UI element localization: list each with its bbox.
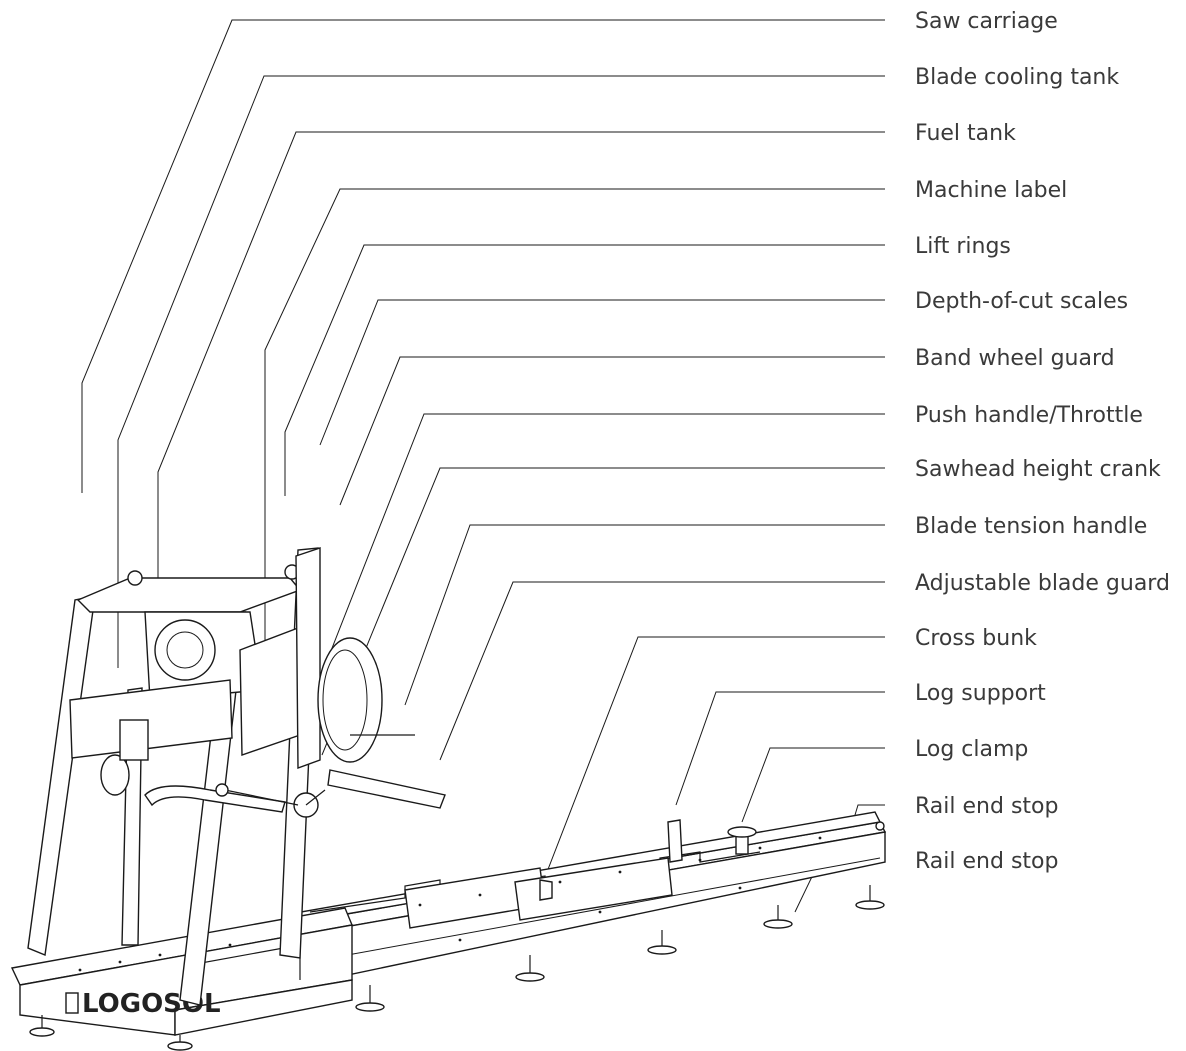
leader-fuel-tank xyxy=(157,131,885,580)
band-wheel-guard xyxy=(317,637,383,763)
label-adjustable-blade-guard: Adjustable blade guard xyxy=(915,571,1170,596)
label-log-clamp: Log clamp xyxy=(915,737,1028,762)
rail-end-stop xyxy=(875,821,885,831)
leader-push-handle xyxy=(291,413,885,751)
label-machine-label: Machine label xyxy=(915,178,1067,203)
leader-adjustable-blade-guard xyxy=(439,581,885,761)
label-lift-rings: Lift rings xyxy=(915,234,1011,259)
label-sawhead-height-crank: Sawhead height crank xyxy=(915,457,1161,482)
label-depth-of-cut-scales: Depth-of-cut scales xyxy=(915,289,1128,314)
label-blade-cooling-tank: Blade cooling tank xyxy=(915,65,1119,90)
label-log-support: Log support xyxy=(915,681,1046,706)
leader-lift-rings xyxy=(284,244,885,496)
leader-depth-of-cut-scales xyxy=(319,299,885,446)
label-saw-carriage: Saw carriage xyxy=(915,9,1058,34)
label-rail-end-stop-1: Rail end stop xyxy=(915,794,1058,819)
label-push-handle: Push handle/Throttle xyxy=(915,403,1143,428)
rail-feet xyxy=(355,885,885,1012)
label-fuel-tank: Fuel tank xyxy=(915,121,1016,146)
label-blade-tension-handle: Blade tension handle xyxy=(915,514,1147,539)
logo-mark xyxy=(65,992,79,1014)
leader-blade-cooling-tank xyxy=(117,75,885,668)
leader-sawhead-height-crank xyxy=(321,467,885,756)
leader-blade-tension-handle xyxy=(404,524,885,706)
label-rail-end-stop-2: Rail end stop xyxy=(915,849,1058,874)
push-handle xyxy=(144,785,286,813)
label-band-wheel-guard: Band wheel guard xyxy=(915,346,1115,371)
leader-log-clamp xyxy=(741,747,885,823)
callout-labels: Saw carriage Blade cooling tank Fuel tan… xyxy=(915,9,1170,874)
lift-ring xyxy=(127,570,143,586)
leader-log-support xyxy=(675,691,885,806)
leader-cross-bunk xyxy=(539,636,885,891)
rivet-dots xyxy=(78,836,822,972)
adjustable-blade-guard xyxy=(327,769,446,809)
machine-label xyxy=(239,626,301,756)
leader-lines xyxy=(81,19,885,913)
saw-carriage xyxy=(27,547,446,1006)
blade-cooling-tank xyxy=(100,754,130,796)
leader-saw-carriage xyxy=(81,19,885,493)
leader-machine-label xyxy=(264,188,885,690)
depth-of-cut-scale xyxy=(295,547,321,769)
leader-band-wheel-guard xyxy=(339,356,885,506)
log-support xyxy=(667,819,683,863)
rail-track xyxy=(293,811,887,1012)
sawmill-drawing: LOGOSOL xyxy=(10,547,887,1051)
label-cross-bunk: Cross bunk xyxy=(915,626,1037,651)
